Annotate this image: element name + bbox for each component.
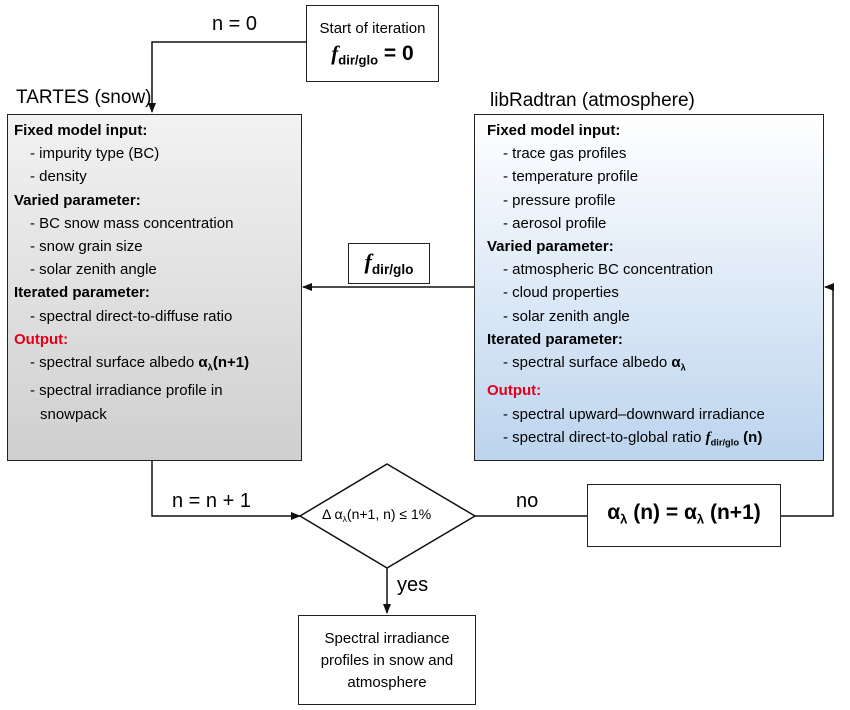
tartes-iterated-heading: Iterated parameter: [14,284,150,302]
lib-varied-item: - solar zenith angle [503,307,630,325]
tartes-varied-item: - BC snow mass concentration [30,214,234,232]
albedo-update-box: αλ (n) = αλ (n+1) [587,484,781,547]
tartes-iterated-item: - spectral direct-to-diffuse ratio [30,307,233,325]
final-output-box: Spectral irradiance profiles in snow and… [298,615,476,705]
libradtran-content: Fixed model input: - trace gas profiles … [487,119,765,454]
tartes-title: TARTES (snow) [16,87,152,108]
n-init-label: n = 0 [212,13,258,35]
tartes-fixed-item: - density [30,168,87,186]
start-label: Start of iteration [319,20,426,37]
start-box: Start of iteration fdir/glo = 0 [306,5,439,82]
tartes-fixed-heading: Fixed model input: [14,122,148,139]
final-line: profiles in snow and [320,652,454,669]
tartes-output-item-albedo: - spectral surface albedo αλ(n+1) [30,354,250,373]
fdir-glo-symbol: fdir/glo [364,249,414,277]
tartes-varied-item: - snow grain size [30,238,143,256]
arrow-tartes-to-decision [151,461,301,520]
lib-iterated-heading: Iterated parameter: [487,330,623,348]
tartes-varied-heading: Varied parameter: [14,191,141,209]
lib-fixed-item: - aerosol profile [503,214,607,232]
yes-label: yes [397,574,429,596]
final-line: Spectral irradiance [324,630,450,647]
lib-fixed-heading: Fixed model input: [487,122,621,139]
tartes-content: Fixed model input: - impurity type (BC) … [14,119,249,426]
lib-fixed-item: - temperature profile [503,168,639,186]
lib-fixed-item: - pressure profile [503,191,616,209]
libradtran-box [474,114,824,461]
tartes-fixed-item: - impurity type (BC) [30,145,160,163]
tartes-output-item-profile: - spectral irradiance profile in [30,382,223,400]
lib-fixed-item: - trace gas profiles [503,145,627,163]
tartes-varied-item: - solar zenith angle [30,261,157,279]
tartes-output-heading: Output: [14,330,69,348]
fdir-glo-box: fdir/glo [348,243,430,284]
tartes-box [7,114,302,461]
final-line: atmosphere [347,674,427,691]
decision-text: Δ αλ(n+1, n) ≤ 1% [322,506,432,525]
lib-iterated-item: - spectral surface albedo αλ [503,354,686,373]
decision-diamond [298,463,477,569]
n-increment-label: n = n + 1 [172,490,251,512]
start-equation: fdir/glo = 0 [331,41,414,68]
lib-output-heading: Output: [487,382,542,400]
no-label: no [516,490,539,512]
lib-varied-item: - cloud properties [503,284,619,302]
arrow-start-to-tartes [148,41,306,113]
tartes-output-item-profile-cont: snowpack [40,405,107,423]
libradtran-title: libRadtran (atmosphere) [490,90,695,111]
lib-varied-heading: Varied parameter: [487,238,614,256]
arrow-update-to-lib [781,283,834,517]
lib-output-item-ratio: - spectral direct-to-global ratio fdir/g… [503,428,763,448]
albedo-update-equation: αλ (n) = αλ (n+1) [607,501,761,527]
lib-output-item-irradiance: - spectral upward–downward irradiance [503,405,765,423]
lib-varied-item: - atmospheric BC concentration [503,261,714,279]
